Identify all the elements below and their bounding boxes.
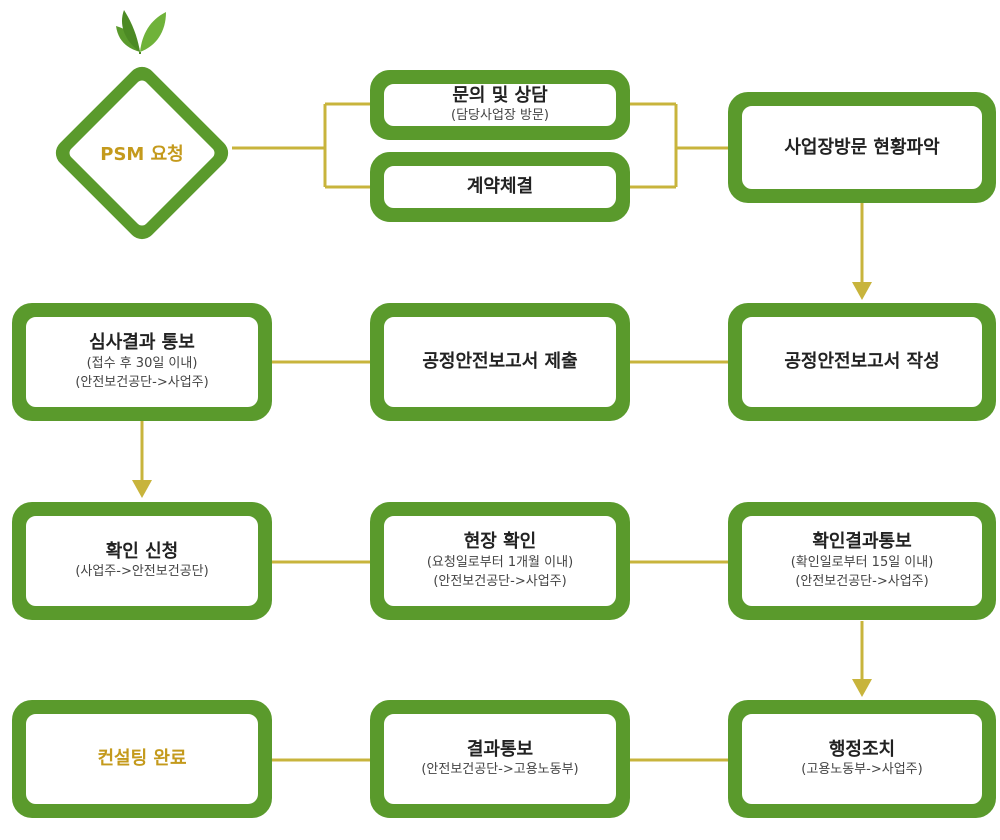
- step-admin-action-title: 행정조치: [828, 738, 896, 760]
- step-result-notice-title: 결과통보: [466, 738, 534, 760]
- step-complete-title: 컨설팅 완료: [97, 748, 187, 770]
- step-admin-action-sub1: (고용노동부->사업주): [801, 762, 923, 778]
- step-site-visit: 사업장방문 현황파악: [728, 92, 996, 203]
- step-confirm-request-title: 확인 신청: [105, 540, 179, 562]
- step-complete: 컨설팅 완료: [12, 700, 272, 818]
- step-confirm-notice: 확인결과통보 (확인일로부터 15일 이내) (안전보건공단->사업주): [728, 502, 996, 620]
- leaf-icon: [116, 10, 166, 54]
- start-label: PSM 요청: [100, 144, 184, 165]
- step-review-notice: 심사결과 통보 (접수 후 30일 이내) (안전보건공단->사업주): [12, 303, 272, 421]
- step-review-notice-sub2: (안전보건공단->사업주): [75, 374, 209, 390]
- step-inquiry-title: 문의 및 상담: [452, 84, 548, 106]
- step-site-confirm-sub2: (안전보건공단->사업주): [433, 573, 567, 589]
- step-contract: 계약체결: [370, 152, 630, 222]
- step-report-write: 공정안전보고서 작성: [728, 303, 996, 421]
- step-report-submit: 공정안전보고서 제출: [370, 303, 630, 421]
- step-review-notice-sub1: (접수 후 30일 이내): [86, 355, 198, 371]
- step-result-notice-sub1: (안전보건공단->고용노동부): [421, 762, 579, 778]
- step-review-notice-title: 심사결과 통보: [89, 332, 195, 354]
- step-site-confirm-sub1: (요청일로부터 1개월 이내): [426, 554, 574, 570]
- step-site-visit-title: 사업장방문 현황파악: [784, 136, 940, 158]
- step-site-confirm: 현장 확인 (요청일로부터 1개월 이내) (안전보건공단->사업주): [370, 502, 630, 620]
- step-admin-action: 행정조치 (고용노동부->사업주): [728, 700, 996, 818]
- step-report-submit-title: 공정안전보고서 제출: [422, 351, 578, 373]
- start-diamond: PSM 요청: [42, 61, 242, 245]
- step-confirm-notice-sub1: (확인일로부터 15일 이내): [790, 554, 934, 570]
- step-inquiry: 문의 및 상담 (담당사업장 방문): [370, 70, 630, 140]
- step-contract-title: 계약체결: [466, 176, 534, 198]
- step-confirm-request: 확인 신청 (사업주->안전보건공단): [12, 502, 272, 620]
- step-confirm-request-sub1: (사업주->안전보건공단): [75, 564, 209, 580]
- step-result-notice: 결과통보 (안전보건공단->고용노동부): [370, 700, 630, 818]
- step-report-write-title: 공정안전보고서 작성: [784, 351, 940, 373]
- step-inquiry-sub: (담당사업장 방문): [451, 108, 549, 124]
- step-confirm-notice-sub2: (안전보건공단->사업주): [795, 573, 929, 589]
- step-site-confirm-title: 현장 확인: [463, 531, 537, 553]
- step-confirm-notice-title: 확인결과통보: [812, 531, 912, 553]
